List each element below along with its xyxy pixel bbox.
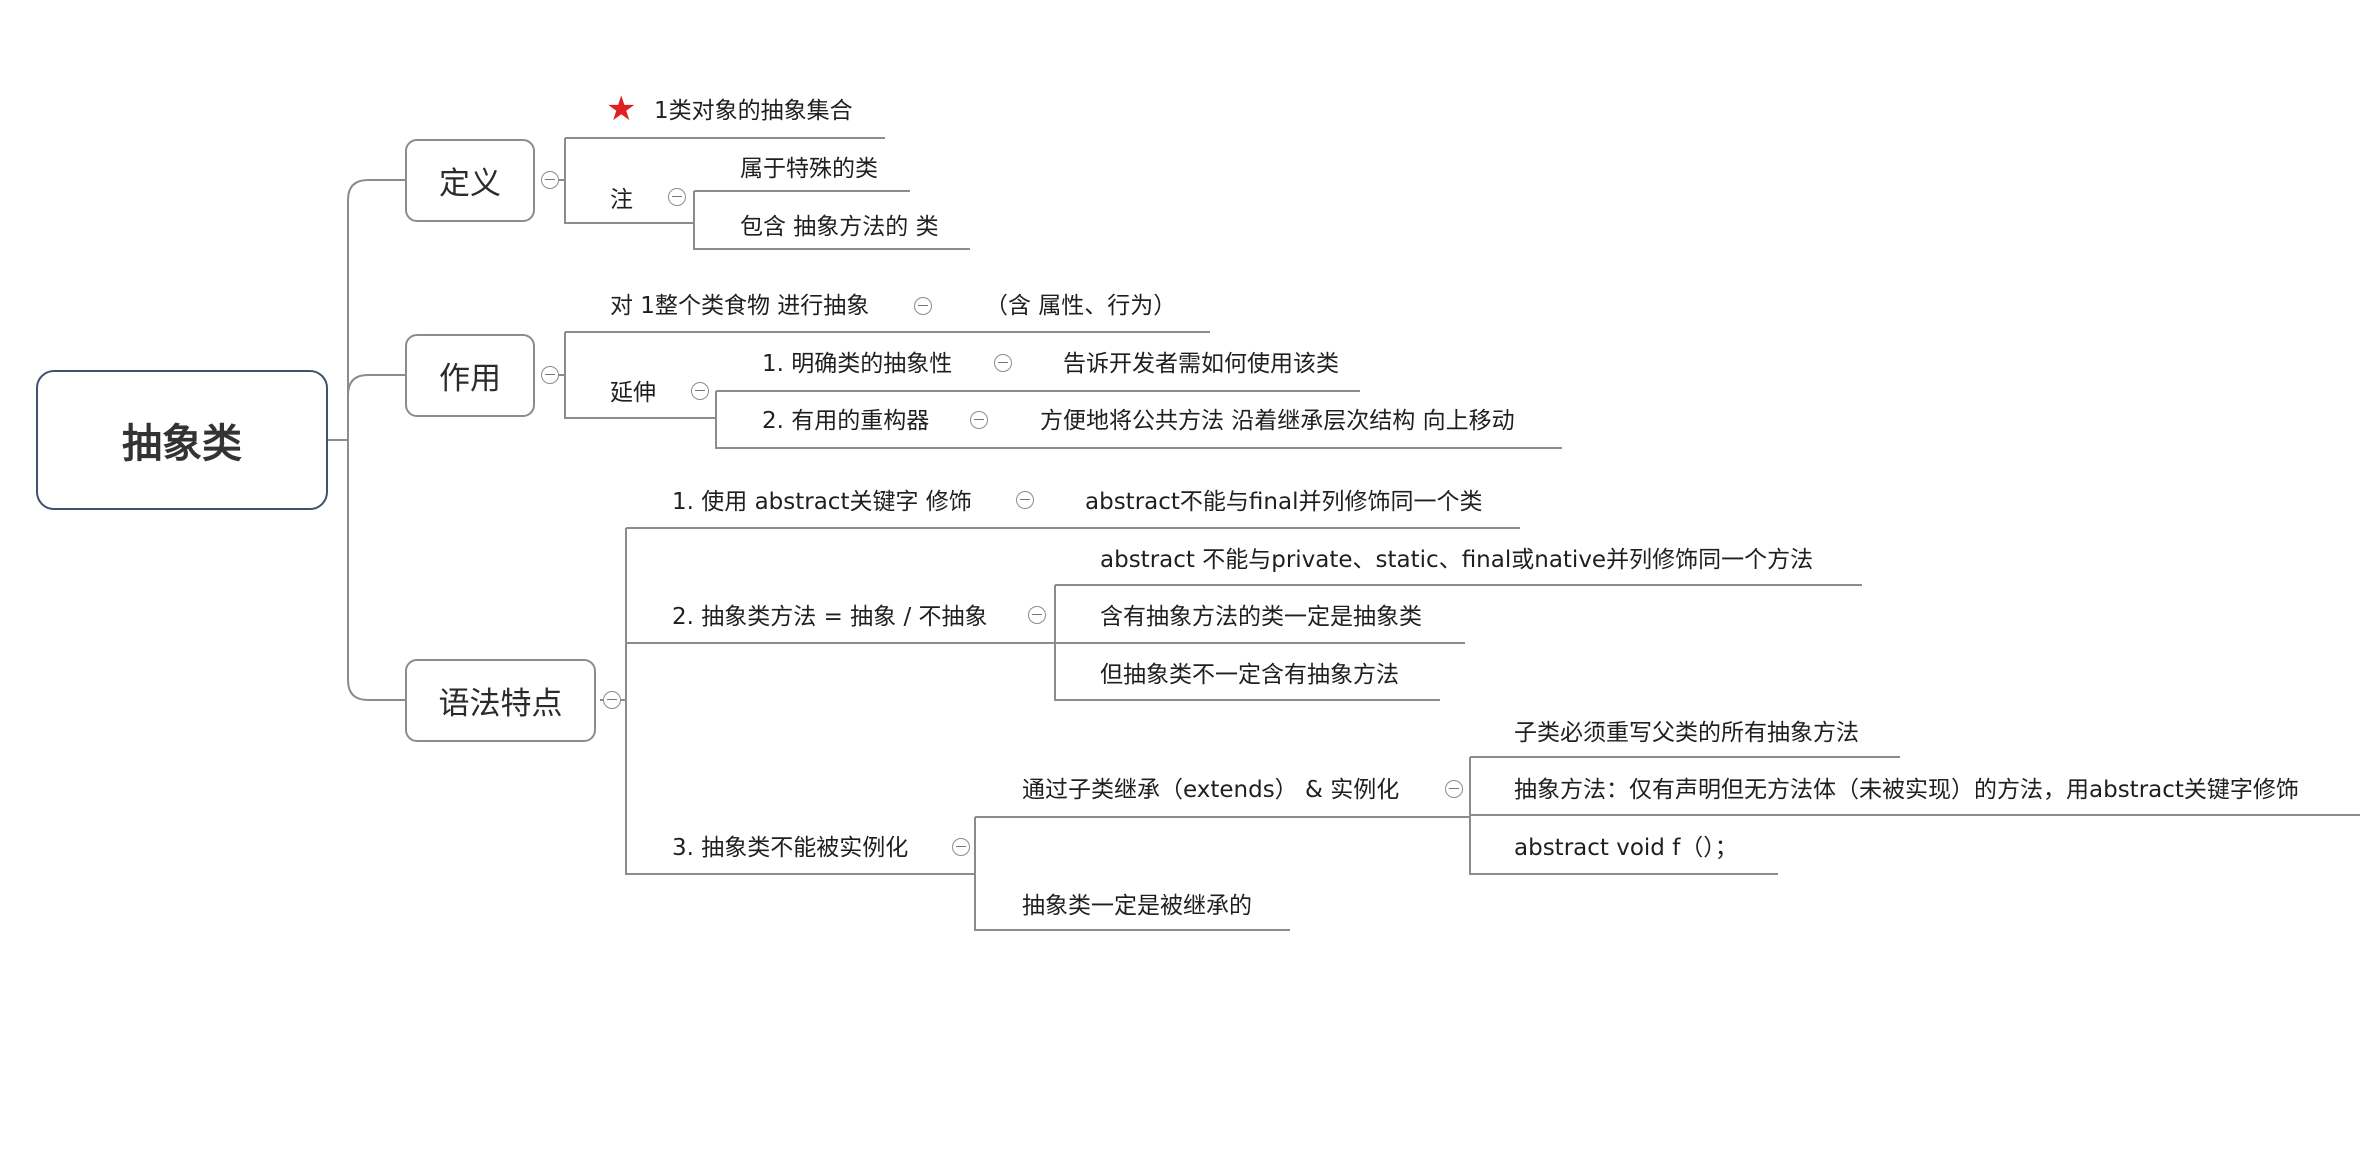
syntax-item3-detail: abstract void f（）； [1514,835,1738,861]
collapse-circle-icon[interactable] [1445,780,1463,798]
node-usage-label: 作用 [439,361,501,397]
red-star-icon: ★ [606,89,637,129]
node-syntax-label: 语法特点 [438,686,563,722]
usage-extend-detail: 方便地将公共方法 沿着继承层次结构 向上移动 [1040,408,1515,434]
usage-extend-item: 1. 明确类的抽象性 [762,351,953,377]
definition-note-item: 属于特殊的类 [740,156,878,182]
usage-abstract-detail: （含 属性、行为） [985,293,1177,319]
syntax-item3-detail: 子类必须重写父类的所有抽象方法 [1514,720,1859,746]
syntax-item2-detail: 含有抽象方法的类一定是抽象类 [1100,604,1422,630]
collapse-circle-icon[interactable] [1016,491,1034,509]
collapse-circle-icon[interactable] [952,838,970,856]
definition-star-text: 1类对象的抽象集合 [654,98,853,124]
collapse-circle-icon[interactable] [603,691,621,709]
usage-extend-label: 延伸 [610,380,656,406]
syntax-item2-detail: 但抽象类不一定含有抽象方法 [1100,662,1399,688]
collapse-circle-icon[interactable] [541,171,559,189]
collapse-circle-icon[interactable] [668,188,686,206]
syntax-item2-detail: abstract 不能与private、static、final或native并… [1100,547,1814,573]
collapse-circle-icon[interactable] [994,354,1012,372]
collapse-circle-icon[interactable] [970,411,988,429]
syntax-item3-detail: 抽象方法：仅有声明但无方法体（未被实现）的方法，用abstract关键字修饰 [1514,777,2299,803]
definition-note-item: 包含 抽象方法的 类 [740,214,939,240]
definition-note: 注 [610,187,633,213]
syntax-item1-detail: abstract不能与final并列修饰同一个类 [1085,489,1483,515]
root-label: 抽象类 [122,421,242,467]
syntax-item2: 2. 抽象类方法 = 抽象 / 不抽象 [672,604,988,630]
node-definition[interactable]: 定义 [405,139,535,222]
collapse-circle-icon[interactable] [691,382,709,400]
root-node[interactable]: 抽象类 [36,370,328,510]
usage-abstract-text: 对 1整个类食物 进行抽象 [610,293,870,319]
collapse-circle-icon[interactable] [541,366,559,384]
syntax-item3-sub: 抽象类一定是被继承的 [1022,893,1252,919]
collapse-circle-icon[interactable] [1028,606,1046,624]
collapse-circle-icon[interactable] [914,297,932,315]
node-definition-label: 定义 [439,166,501,202]
node-usage[interactable]: 作用 [405,334,535,417]
usage-extend-detail: 告诉开发者需如何使用该类 [1063,351,1339,377]
syntax-item1: 1. 使用 abstract关键字 修饰 [672,489,972,515]
node-syntax[interactable]: 语法特点 [405,659,596,742]
syntax-item3-sub: 通过子类继承（extends） & 实例化 [1022,777,1400,803]
usage-extend-item: 2. 有用的重构器 [762,408,930,434]
syntax-item3: 3. 抽象类不能被实例化 [672,835,909,861]
